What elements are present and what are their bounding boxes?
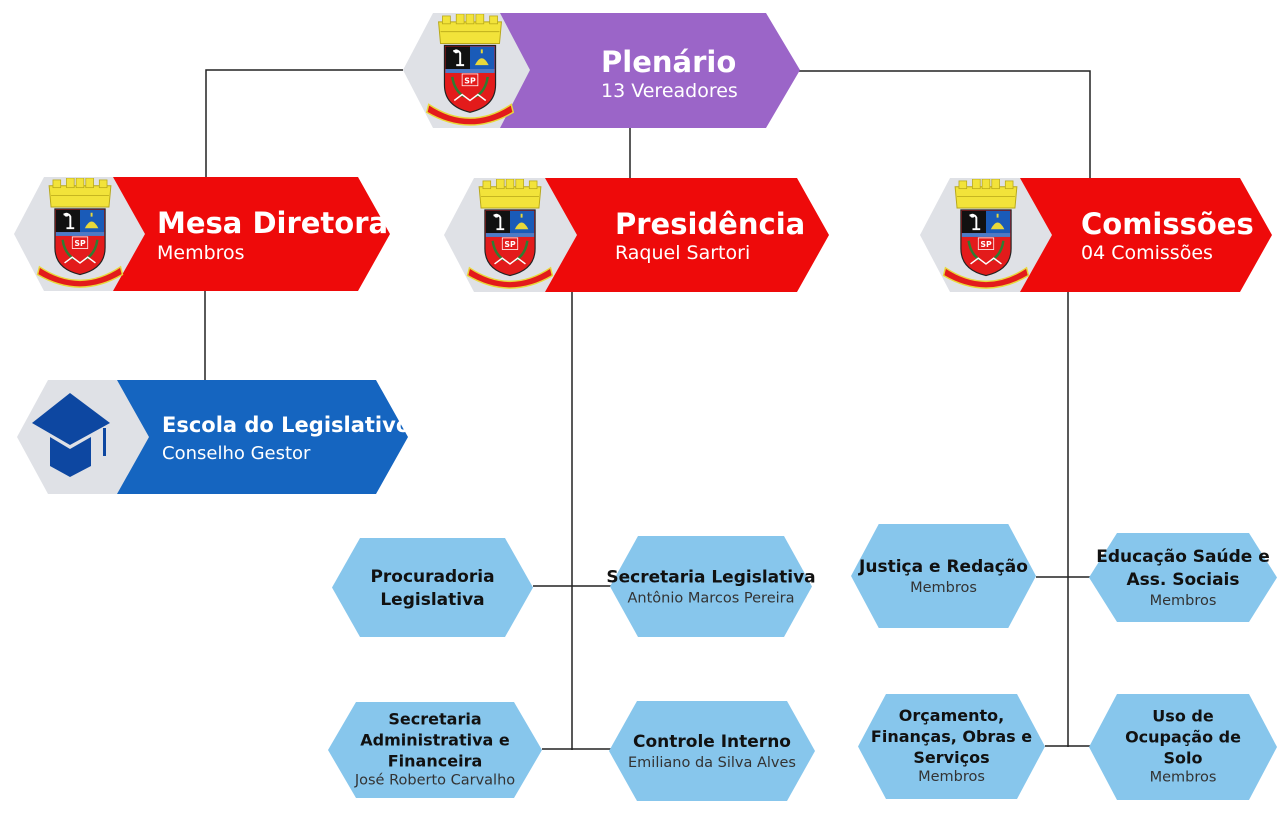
escola-title: Escola do Legislativo — [162, 413, 410, 437]
unit-subtitle: Membros — [910, 580, 977, 596]
unit-subtitle: Emiliano da Silva Alves — [628, 755, 796, 771]
presidencia-subtitle: Raquel Sartori — [615, 242, 750, 264]
node-plenario[interactable]: Plenário 13 Vereadores — [403, 13, 800, 128]
unit-title-line: Controle Interno — [633, 732, 791, 752]
unit-title-line: Orçamento, — [899, 706, 1004, 725]
presidencia-banner — [545, 178, 829, 292]
unit-title-line: Financeira — [388, 751, 483, 770]
unit-hexagon — [328, 702, 542, 798]
unit-title-line: Uso de — [1152, 706, 1214, 725]
unit-title-line: Ass. Sociais — [1126, 570, 1239, 590]
unit-subtitle: Antônio Marcos Pereira — [628, 590, 795, 606]
unit-subtitle: José Roberto Carvalho — [354, 772, 515, 788]
plenario-banner — [500, 13, 800, 128]
unit-hexagon — [1089, 694, 1277, 800]
unit-title-line: Finanças, Obras e — [871, 727, 1032, 746]
escola-banner — [117, 380, 408, 494]
unit-hexagon — [858, 694, 1045, 799]
unit-subtitle: Membros — [918, 769, 985, 785]
node-mesa-diretora[interactable]: Mesa Diretora Membros — [14, 177, 390, 291]
unit-orcamento-financas[interactable]: Orçamento, Finanças, Obras e ServiçosMembr… — [858, 694, 1045, 799]
unit-title-line: Educação Saúde e — [1096, 547, 1270, 567]
graduation-cap-icon — [32, 393, 110, 477]
escola-subtitle: Conselho Gestor — [162, 443, 311, 464]
plenario-title: Plenário — [601, 45, 736, 79]
unit-hexagon — [332, 538, 533, 637]
unit-title-line: Procuradoria — [370, 567, 494, 587]
unit-title-line: Justiça e Redação — [858, 557, 1028, 577]
node-escola-legislativo[interactable]: Escola do Legislativo Conselho Gestor — [17, 380, 410, 494]
unit-title-line: Ocupação de — [1125, 727, 1241, 746]
node-comissoes[interactable]: Comissões 04 Comissões — [920, 178, 1272, 292]
unit-title-line: Solo — [1164, 748, 1203, 767]
mesa-banner — [113, 177, 390, 291]
connectors — [204, 69, 1091, 750]
node-presidencia[interactable]: Presidência Raquel Sartori — [444, 178, 829, 292]
presidencia-title: Presidência — [615, 207, 805, 241]
unit-title-line: Legislativa — [380, 590, 484, 610]
comissoes-subtitle: 04 Comissões — [1081, 242, 1213, 264]
mesa-title: Mesa Diretora — [157, 206, 388, 240]
unit-title-line: Secretaria Legislativa — [606, 567, 815, 587]
unit-hexagon — [1089, 533, 1277, 622]
unit-hexagon — [609, 701, 815, 801]
connector-plenario-mesa — [205, 69, 403, 178]
unit-subtitle: Membros — [1150, 769, 1217, 785]
mesa-subtitle: Membros — [157, 242, 245, 264]
unit-title-line: Serviços — [913, 748, 989, 767]
unit-subtitle: Membros — [1150, 593, 1217, 609]
plenario-subtitle: 13 Vereadores — [601, 80, 738, 102]
comissoes-banner — [1020, 178, 1272, 292]
unit-title-line: Administrativa e — [360, 730, 510, 749]
connector-plenario-comissoes — [799, 70, 1091, 178]
unit-hexagon — [851, 524, 1036, 628]
comissoes-title: Comissões — [1081, 207, 1254, 241]
unit-title-line: Secretaria — [388, 709, 481, 728]
unit-hexagon — [610, 536, 812, 637]
